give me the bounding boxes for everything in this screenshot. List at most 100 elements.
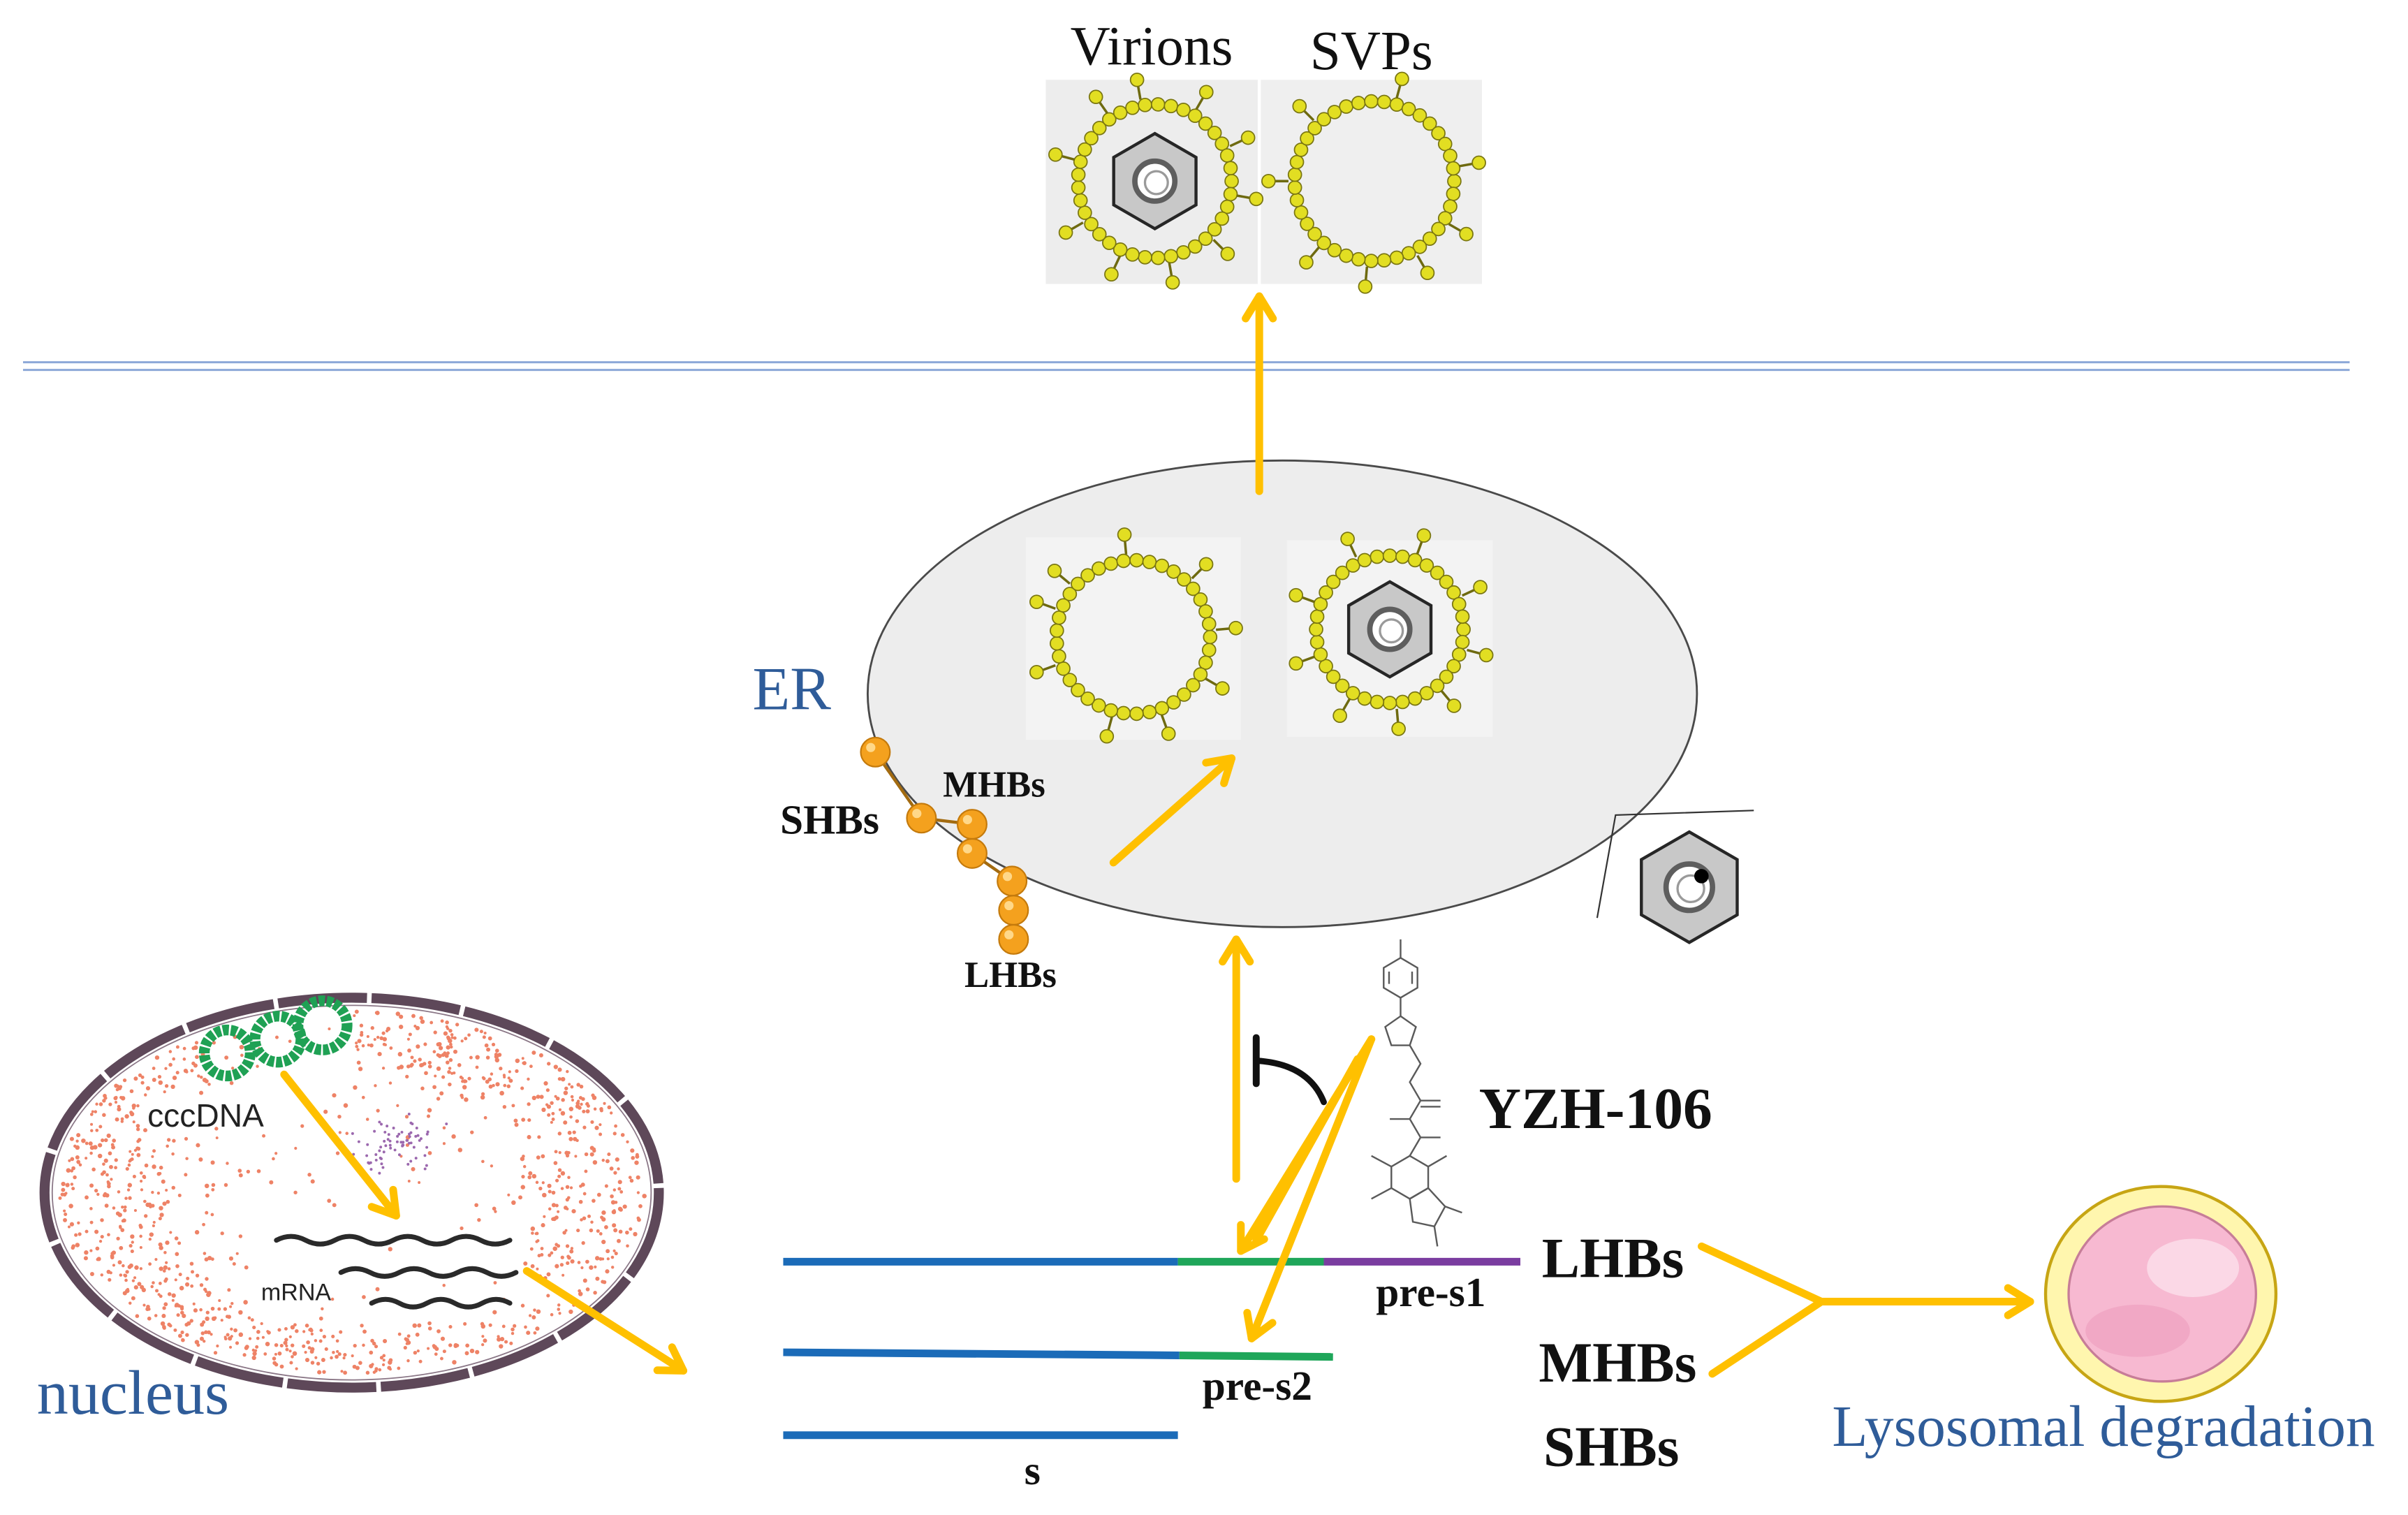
chromatin-dot xyxy=(511,1200,516,1206)
chromatin-dot xyxy=(89,1207,93,1210)
chromatin-dot xyxy=(494,1057,500,1063)
envelope-bead xyxy=(1071,167,1086,182)
chromatin-dot xyxy=(121,1206,124,1209)
chromatin-dot xyxy=(119,1096,123,1099)
envelope-bead xyxy=(1446,186,1461,201)
chromatin-dot xyxy=(73,1175,77,1180)
pre-s1-label: pre-s1 xyxy=(1376,1269,1485,1315)
chromatin-dot xyxy=(397,1332,402,1336)
chromatin-dot xyxy=(369,1363,374,1368)
envelope-bead xyxy=(1186,678,1201,693)
chromatin-dot xyxy=(131,1296,135,1301)
envelope-bead xyxy=(1219,199,1235,214)
chromatin-dot xyxy=(129,1150,132,1153)
hbs-bead xyxy=(906,803,937,834)
chromatin-dot xyxy=(557,1210,560,1213)
envelope-bead xyxy=(1092,561,1106,576)
chromatin-dot xyxy=(75,1243,80,1247)
chromatin-dot xyxy=(152,1224,155,1228)
nucleolus-dot xyxy=(426,1130,430,1134)
chromatin-dot xyxy=(397,1052,403,1057)
chromatin-dot xyxy=(483,1031,487,1034)
cccdna-loop xyxy=(292,995,353,1055)
chromatin-dot xyxy=(212,1041,216,1045)
chromatin-dot xyxy=(590,1220,594,1224)
envelope-bead xyxy=(1101,235,1117,250)
chromatin-dot xyxy=(527,1134,531,1139)
chromatin-dot xyxy=(499,1067,503,1071)
chromatin-dot xyxy=(356,1048,360,1051)
surface-spike xyxy=(1058,573,1071,585)
virions-label: Virions xyxy=(1071,15,1233,77)
chromatin-dot xyxy=(171,1298,175,1302)
chromatin-dot xyxy=(434,1352,438,1356)
nucleolus-dot xyxy=(425,1146,429,1149)
hbs-bead xyxy=(998,895,1029,926)
chromatin-dot xyxy=(536,1309,541,1315)
chromatin-dot xyxy=(495,1082,500,1087)
chromatin-dot xyxy=(453,1342,458,1348)
chromatin-dot xyxy=(177,1193,182,1197)
envelope-bead xyxy=(1176,244,1191,260)
chromatin-dot xyxy=(481,1335,485,1338)
chromatin-dot xyxy=(96,1192,100,1196)
chromatin-dot xyxy=(152,1220,156,1224)
chromatin-dot xyxy=(369,1350,374,1355)
chromatin-dot xyxy=(332,1093,337,1098)
virion-particle xyxy=(1048,72,1264,290)
chromatin-dot xyxy=(78,1232,82,1236)
chromatin-dot xyxy=(162,1269,166,1273)
chromatin-dot xyxy=(405,1342,409,1345)
chromatin-dot xyxy=(100,1273,104,1277)
chromatin-dot xyxy=(594,1125,599,1130)
chromatin-dot xyxy=(218,1298,221,1303)
chromatin-dot xyxy=(610,1111,613,1115)
chromatin-dot xyxy=(256,1330,260,1334)
chromatin-dot xyxy=(353,1343,357,1348)
chromatin-dot xyxy=(137,1282,142,1287)
chromatin-dot xyxy=(488,1323,492,1327)
chromatin-dot xyxy=(101,1138,105,1143)
surface-spike xyxy=(1042,664,1056,671)
chromatin-dot xyxy=(140,1075,145,1079)
structure-bond xyxy=(1420,1099,1441,1108)
chromatin-dot xyxy=(474,1203,478,1208)
chromatin-dot xyxy=(526,1331,531,1335)
chromatin-dot xyxy=(307,1346,311,1350)
chromatin-dot xyxy=(577,1261,581,1264)
chromatin-dot xyxy=(366,1034,369,1039)
chromatin-dot xyxy=(163,1302,168,1307)
envelope-bead xyxy=(1307,226,1322,242)
chromatin-dot xyxy=(436,1097,441,1101)
chromatin-dot xyxy=(552,1246,557,1251)
chromatin-dot xyxy=(89,1220,94,1224)
chromatin-dot xyxy=(337,1352,342,1356)
spike-bead xyxy=(1058,225,1073,240)
chromatin-dot xyxy=(119,1226,122,1229)
chromatin-dot xyxy=(497,1335,500,1338)
envelope-bead xyxy=(1103,556,1119,571)
spike-bead xyxy=(1289,656,1304,671)
chromatin-dot xyxy=(289,1361,293,1365)
chromatin-dot xyxy=(353,1085,358,1090)
chromatin-dot xyxy=(578,1291,583,1296)
surface-spike xyxy=(1349,543,1358,558)
chromatin-dot xyxy=(427,1326,432,1331)
chromatin-dot xyxy=(599,1132,603,1136)
chromatin-dot xyxy=(418,1057,422,1062)
chromatin-dot xyxy=(316,1361,321,1366)
chromatin-dot xyxy=(408,1032,412,1037)
chromatin-dot xyxy=(520,1185,525,1190)
chromatin-dot xyxy=(179,1285,184,1291)
chromatin-dot xyxy=(403,1345,407,1350)
chromatin-dot xyxy=(453,1049,458,1054)
chromatin-dot xyxy=(62,1192,67,1197)
chromatin-dot xyxy=(573,1136,578,1141)
chromatin-dot xyxy=(446,1045,450,1050)
chromatin-dot xyxy=(237,1169,242,1173)
chromatin-dot xyxy=(77,1221,80,1224)
nucleolus-dot xyxy=(388,1139,392,1143)
chromatin-dot xyxy=(83,1256,88,1261)
chromatin-dot xyxy=(244,1265,249,1270)
chromatin-dot xyxy=(98,1102,103,1106)
